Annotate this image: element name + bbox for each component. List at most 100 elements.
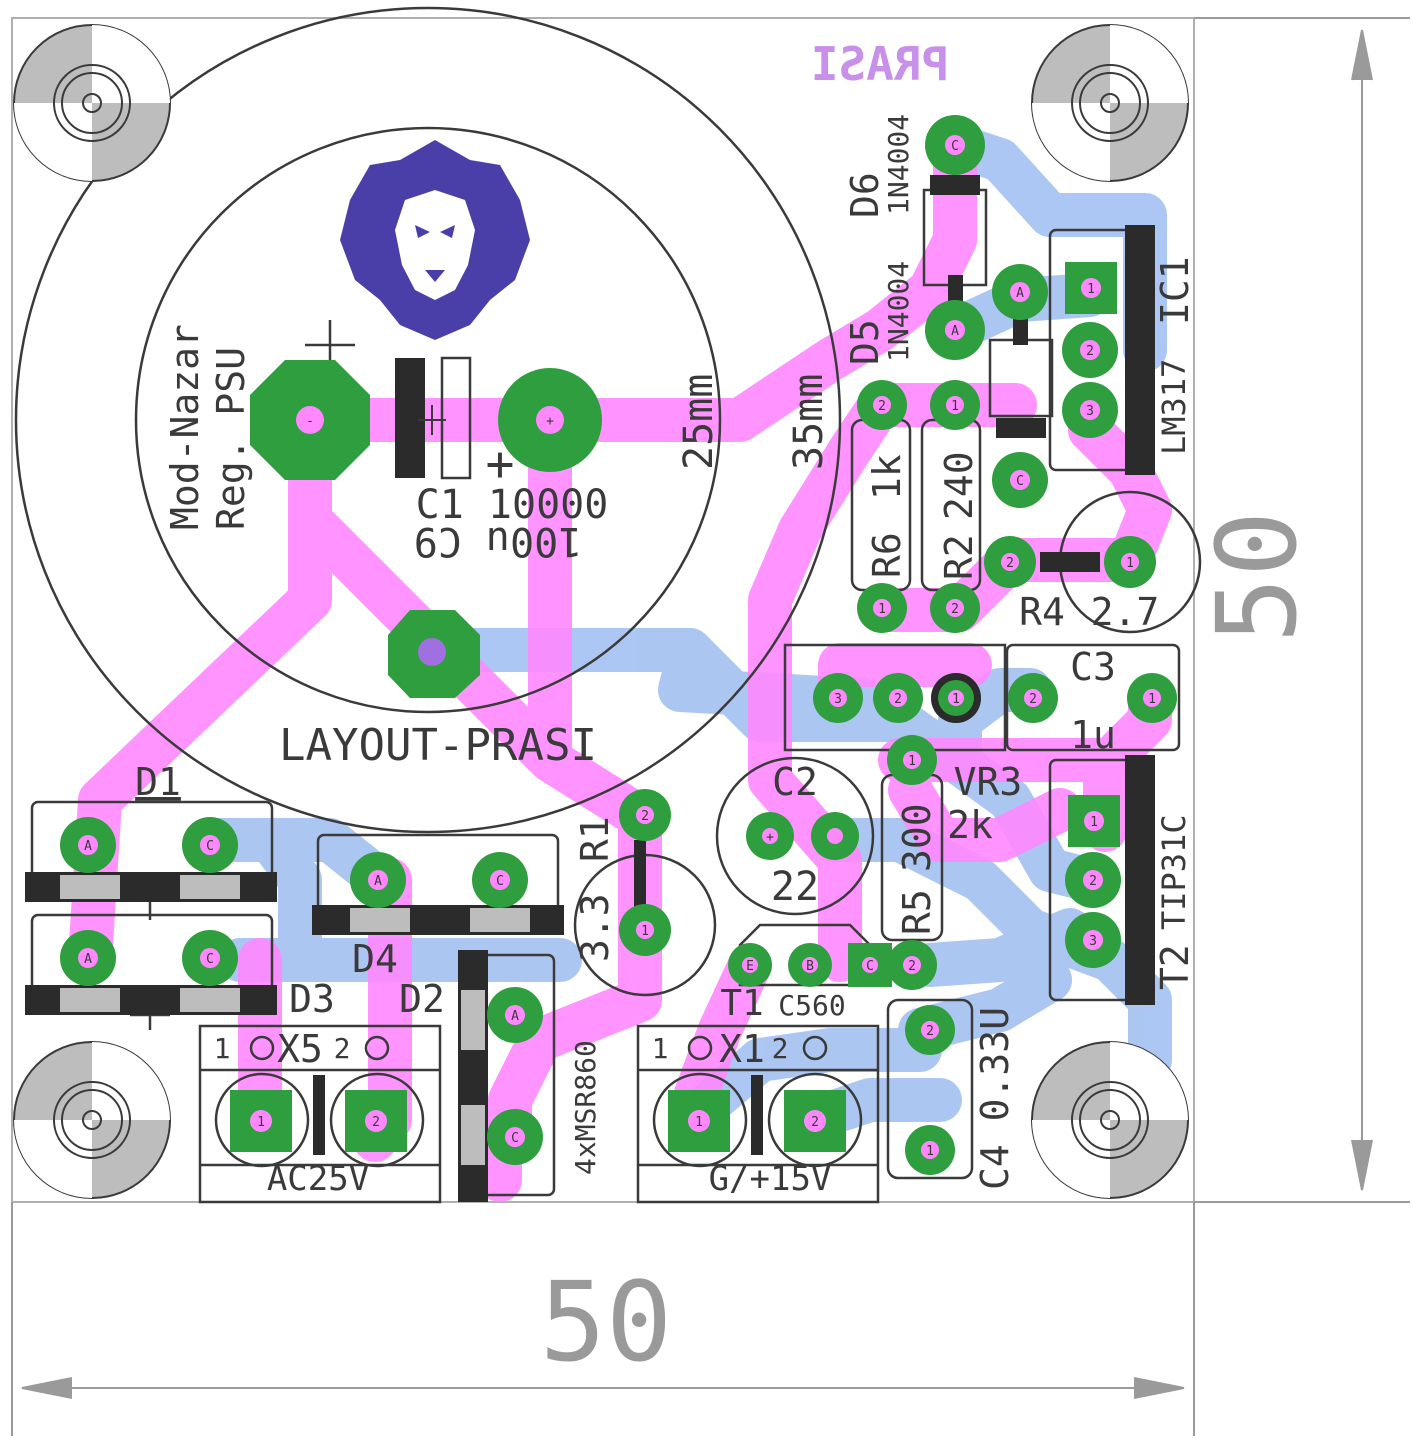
pad-label: A [84,952,92,967]
inner-circle-25mm [134,126,722,714]
d2-ref: D2 [399,977,445,1021]
pad-label: 2 [372,1115,380,1130]
x1-ref: X1 [719,1027,765,1071]
pad-label: 2 [908,959,916,974]
d4-ref: D4 [352,937,398,981]
pad-label: C [951,139,959,154]
pad-label: 1 [952,692,960,707]
pad-label: C [511,1131,519,1146]
pad-label: 2 [1006,556,1014,571]
pad-label: 1 [641,924,649,939]
pad-label: 2 [811,1115,819,1130]
t2-value: TIP31C [1155,814,1193,930]
pad-label: + [766,830,774,845]
ic1-value: LM317 [1155,359,1193,455]
pad-label: 2 [926,1024,934,1039]
pad-label: 1 [695,1115,703,1130]
r4-value: 2.7 [1091,590,1160,634]
pad-label: A [374,874,382,889]
pad-label: 2 [641,809,649,824]
c3-ref: C3 [1070,645,1116,689]
pad-label: + [546,414,554,429]
d6-value: 1N4004 [882,114,915,215]
pad-label: 2 [878,399,886,414]
pad-label: 1 [1087,282,1095,297]
pad-label: 1 [878,602,886,617]
d6-ref: D6 [843,172,887,218]
pad-label: C [206,952,214,967]
r6-ref: R6 [865,532,909,578]
pad-label: 1 [257,1115,265,1130]
r2-value: 240 [937,451,981,520]
circle-25mm-label: 25mm [676,374,722,470]
pad-label: 2 [894,692,902,707]
r2-ref: R2 [937,534,981,580]
vr3-ref: VR3 [954,760,1023,804]
pad-label: 2 [951,602,959,617]
circle-35mm-label: 35mm [786,374,832,470]
r1-value: 3.3 [573,893,617,962]
pad-label: A [84,839,92,854]
pad-label: 3 [1086,404,1094,419]
bridge-label: 4xMSR860 [569,1040,602,1175]
plus-sign: + [486,436,515,492]
board-title: LAYOUT-PRASI [279,720,597,771]
vr3-value: 2k [947,803,993,847]
pad-label: 3 [834,692,842,707]
pad-label: C [866,959,874,974]
pad-label: E [746,959,754,974]
x1-label: G/+15V [709,1159,832,1199]
pad-label: - [306,414,314,429]
t2-ref: T2 [1153,944,1197,990]
width-dimension: 50 [540,1258,672,1386]
d5-ref: D5 [843,319,887,365]
r4-ref: R4 [1019,590,1065,634]
x1-terminal-block [636,1024,880,1204]
r5-value: 300 [895,803,939,872]
pad-label: A [1016,286,1024,301]
r5-ref: R5 [895,889,939,935]
brand-label: PRASI [811,37,949,91]
outer-circle-35mm [14,6,842,834]
ic1-ref: IC1 [1153,256,1197,325]
lion-logo-icon [340,140,530,340]
t1-ref: T1 [720,983,763,1024]
pad-label: 3 [1089,934,1097,949]
c2-ref: C2 [772,760,818,804]
d5-value: 1N4004 [882,261,915,362]
c9-label: 100u C9 [414,518,583,564]
r6-value: 1k [865,454,909,500]
project-line1: Mod-Nazar [163,324,207,530]
x5-ref: X5 [277,1027,323,1071]
x1-pin2: 2 [772,1032,789,1065]
mounting-holes [13,24,1189,1199]
r1-ref: R1 [573,816,617,862]
t1-value: C560 [778,989,845,1022]
pad-label: C [1016,474,1024,489]
pads [60,115,1177,1175]
pad-label: C [206,839,214,854]
pad-label: 1 [1126,556,1134,571]
pad-label: 2 [1029,692,1037,707]
project-line2: Reg. PSU [209,347,253,530]
pad-label: A [951,324,959,339]
dimension-lines [11,17,1410,1436]
pad-label: B [806,959,814,974]
c1-label: C1 10000 [416,482,609,528]
pad-label: 1 [926,1144,934,1159]
height-dimension: 50 [1193,511,1321,643]
c2-value: 22 [771,864,819,910]
d1-ref: D1 [135,760,181,804]
pad-label: C [496,874,504,889]
pad-label: 2 [1089,874,1097,889]
x1-pin1: 1 [652,1032,669,1065]
x5-pin2: 2 [334,1032,351,1065]
c3-value: 1u [1070,713,1116,757]
c4-label: C4 0.33U [973,1007,1017,1190]
x5-label: AC25V [267,1159,369,1199]
pad-label: 1 [951,399,959,414]
pad-label: 1 [1148,692,1156,707]
pad-label: 1 [908,754,916,769]
d3-ref: D3 [289,977,335,1021]
